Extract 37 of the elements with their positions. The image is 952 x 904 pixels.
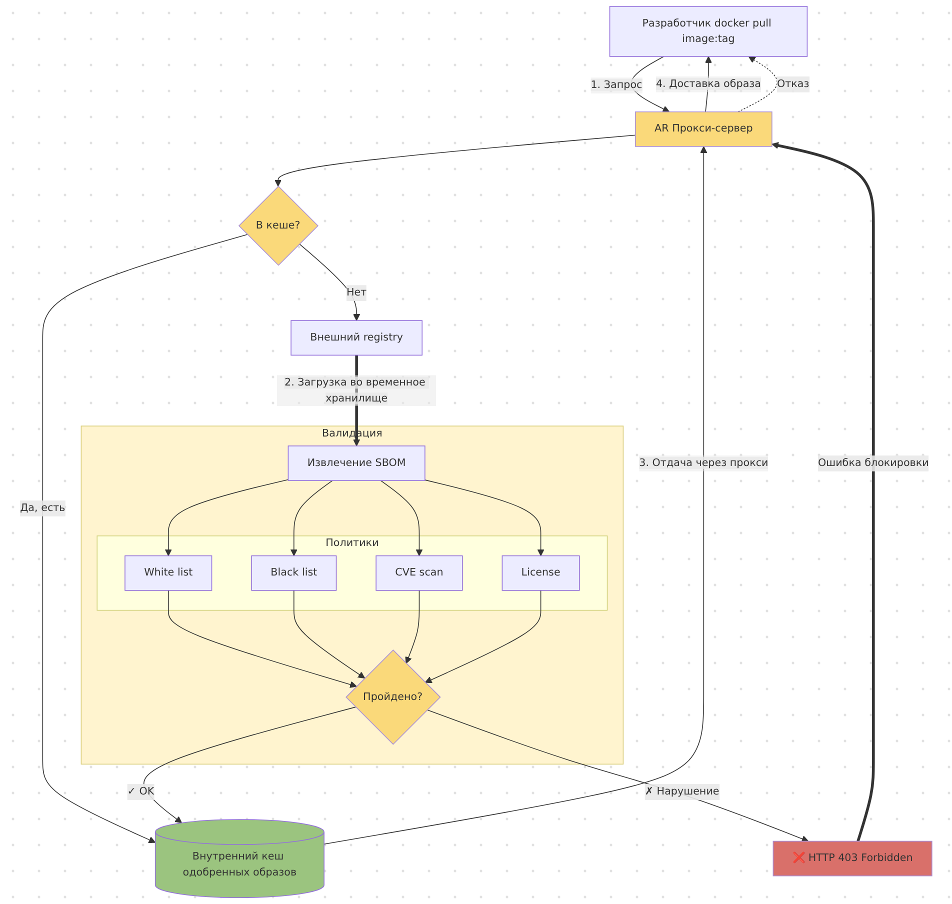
node-box: Внешний registry xyxy=(290,320,423,356)
arrow xyxy=(738,56,778,112)
arrow xyxy=(274,134,636,187)
node-box: Black list xyxy=(251,555,337,591)
node-box: Разработчик docker pull image:tag xyxy=(609,6,808,57)
arrow xyxy=(42,234,248,844)
edge-label: ✓ OK xyxy=(127,786,154,798)
arrow xyxy=(298,244,360,321)
arrow xyxy=(324,146,708,844)
arrow xyxy=(168,590,357,688)
arrow xyxy=(290,480,333,556)
arrow xyxy=(772,142,875,842)
node-box: AR Прокси-сервер xyxy=(635,111,772,147)
arrow xyxy=(426,709,809,842)
node-diamond: Пройдено? xyxy=(346,650,441,745)
node-box: CVE scan xyxy=(376,555,463,591)
edge-label: Ошибка блокировки xyxy=(818,457,929,470)
node-diamond: В кеше? xyxy=(238,186,318,266)
arrow xyxy=(380,480,423,556)
arrow xyxy=(294,590,366,678)
arrow xyxy=(424,480,544,556)
edge-label: 3. Отдача через прокси xyxy=(639,457,768,470)
edge-label: 2. Загрузка во временное хранилище xyxy=(284,376,426,404)
edge-label: Нет xyxy=(346,286,367,299)
edge-label: 4. Доставка образа xyxy=(656,78,762,90)
edge-label: 1. Запрос xyxy=(590,79,642,92)
node-box: White list xyxy=(124,555,212,591)
arrow xyxy=(164,479,289,556)
node-box: Извлечение SBOM xyxy=(288,446,426,481)
edge-label: Да, есть xyxy=(20,502,66,514)
node-box: License xyxy=(502,555,580,591)
edge-label: ✗ Нарушение xyxy=(644,786,720,798)
arrow xyxy=(144,706,356,824)
arrow xyxy=(405,590,420,664)
node-box: ❌ HTTP 403 Forbidden xyxy=(772,840,932,876)
edge-label: Отказ xyxy=(776,78,810,90)
arrow xyxy=(424,590,542,684)
